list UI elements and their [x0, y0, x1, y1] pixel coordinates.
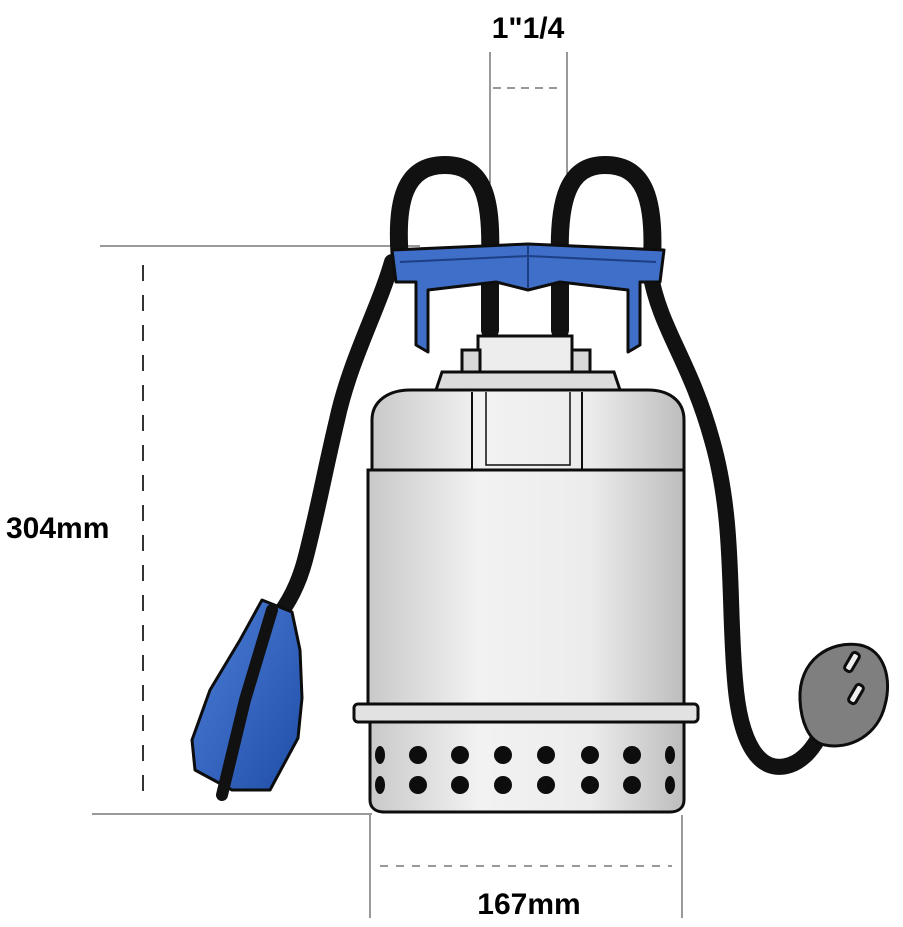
strainer-hole [494, 746, 512, 764]
handle-loops [389, 155, 662, 339]
strainer-hole [537, 746, 555, 764]
width-label: 167mm [477, 888, 580, 921]
outlet-housing [433, 334, 623, 392]
strainer-hole [665, 746, 675, 764]
outlet-size-label: 1"1/4 [492, 12, 565, 45]
strainer-hole [623, 776, 641, 794]
plug-face [798, 642, 889, 748]
strainer-holes [375, 746, 675, 794]
height-label: 304mm [6, 512, 109, 545]
dimension-lines [92, 52, 683, 918]
plug-pin-bottom [847, 682, 865, 706]
base-ring [352, 702, 700, 724]
pump-cylinder [366, 468, 686, 706]
strainer-hole [494, 776, 512, 794]
pump-shoulder [370, 388, 686, 472]
strainer-hole [581, 746, 599, 764]
strainer-hole [409, 746, 427, 764]
strainer-hole [375, 776, 385, 794]
strainer-hole [451, 776, 469, 794]
float-switch [190, 598, 304, 801]
strainer-hole [537, 776, 555, 794]
strainer-hole [581, 776, 599, 794]
power-cable [267, 254, 828, 775]
strainer [368, 720, 686, 814]
handle-loop-right [550, 155, 662, 339]
handle-bracket [390, 242, 666, 354]
strainer-hole [623, 746, 641, 764]
strainer-hole [375, 746, 385, 764]
pump-body [352, 388, 700, 814]
strainer-hole [451, 746, 469, 764]
handle-loop-left [389, 155, 500, 339]
strainer-hole [409, 776, 427, 794]
plug-pin-top [843, 650, 861, 674]
strainer-hole [665, 776, 675, 794]
power-plug [798, 642, 889, 748]
